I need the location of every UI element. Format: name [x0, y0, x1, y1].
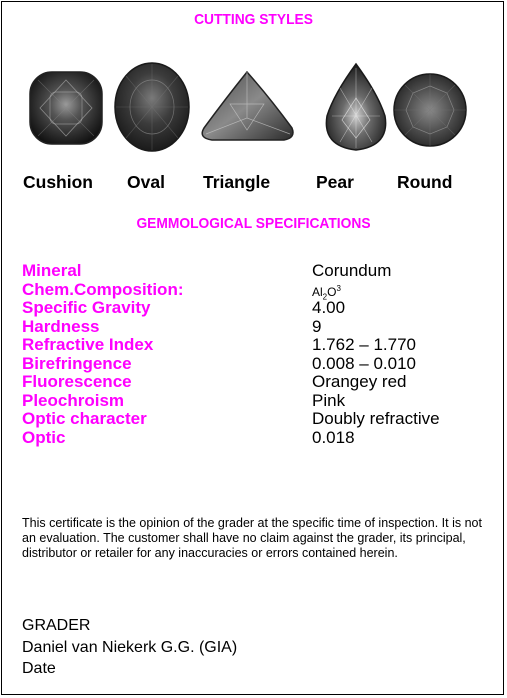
- cut-label-cushion: Cushion: [23, 172, 93, 192]
- spec-key: Chem.Composition:: [22, 279, 184, 299]
- specifications-table: Mineral Corundum Chem.Composition: Al2O3…: [22, 261, 492, 447]
- spec-key: Hardness: [22, 316, 100, 336]
- grader-block: GRADER Daniel van Niekerk G.G. (GIA) Dat…: [22, 615, 237, 680]
- specifications-title: GEMMOLOGICAL SPECIFICATIONS: [136, 215, 371, 232]
- spec-value-formula: Al2O3: [312, 283, 341, 301]
- spec-key: Refractive Index: [22, 335, 154, 354]
- spec-value: 0.018: [312, 427, 355, 447]
- spec-value: 0.008 – 0.010: [312, 353, 416, 373]
- spec-value: Orangey red: [312, 372, 407, 391]
- spec-row-pleochroism: Pleochroism Pink: [22, 391, 492, 410]
- pear-gem-icon: [325, 62, 387, 151]
- spec-value: 4.00: [312, 298, 346, 317]
- cut-label-round: Round: [397, 172, 453, 192]
- spec-row-hardness: Hardness 9: [22, 317, 492, 336]
- grader-heading: GRADER: [22, 617, 91, 634]
- spec-value: Pink: [312, 390, 346, 410]
- spec-key: Birefringence: [22, 353, 132, 373]
- spec-key: Pleochroism: [22, 390, 125, 410]
- spec-value: 9: [312, 316, 322, 336]
- spec-value: Doubly refractive: [312, 409, 440, 428]
- spec-key: Fluorescence: [22, 372, 132, 391]
- cut-label-oval: Oval: [127, 172, 165, 192]
- cushion-gem-icon: [29, 71, 103, 145]
- spec-row-fluorescence: Fluorescence Orangey red: [22, 372, 492, 391]
- cutting-style-labels: Cushion Oval Triangle Pear Round: [0, 172, 507, 196]
- cut-label-pear: Pear: [316, 172, 354, 192]
- cut-label-triangle: Triangle: [203, 172, 271, 192]
- spec-row-mineral: Mineral Corundum: [22, 261, 492, 280]
- spec-row-specific-gravity: Specific Gravity 4.00: [22, 298, 492, 317]
- spec-row-optic-character: Optic character Doubly refractive: [22, 409, 492, 428]
- oval-gem-icon: [114, 62, 190, 152]
- spec-value: 1.762 – 1.770: [312, 335, 416, 354]
- spec-row-chem-composition: Chem.Composition: Al2O3: [22, 279, 492, 301]
- spec-key: Optic character: [22, 409, 147, 428]
- spec-key: Specific Gravity: [22, 298, 151, 317]
- spec-row-refractive-index: Refractive Index 1.762 – 1.770: [22, 335, 492, 354]
- spec-row-optic: Optic 0.018: [22, 428, 492, 447]
- cutting-styles-title: CUTTING STYLES: [194, 11, 313, 28]
- spec-row-birefringence: Birefringence 0.008 – 0.010: [22, 354, 492, 373]
- spec-key: Optic: [22, 427, 66, 447]
- round-gem-icon: [393, 73, 467, 147]
- spec-key: Mineral: [22, 261, 82, 280]
- spec-value: Corundum: [312, 261, 392, 280]
- gem-illustrations: [29, 62, 467, 152]
- grader-name: Daniel van Niekerk G.G. (GIA): [22, 638, 238, 656]
- date-label: Date: [22, 660, 56, 677]
- triangle-gem-icon: [201, 70, 294, 141]
- disclaimer-text: This certificate is the opinion of the g…: [22, 516, 482, 560]
